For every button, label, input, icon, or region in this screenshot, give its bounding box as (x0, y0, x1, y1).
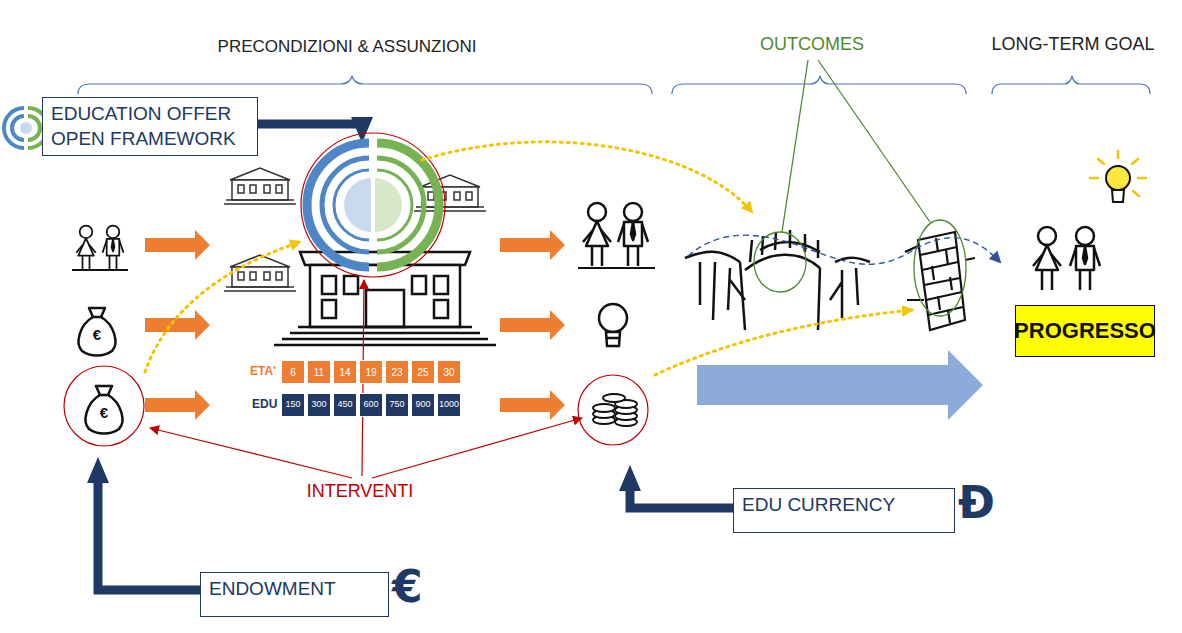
currency-box: EDU CURRENCYÐ (733, 488, 955, 533)
box-label: ENDOWMENT (209, 578, 336, 599)
goal-figure (1033, 151, 1146, 290)
framework-logo (301, 133, 445, 277)
table-cell: 300 (307, 393, 331, 417)
flow-arrow (145, 230, 565, 420)
intervention-label: INTERVENTI (304, 482, 417, 502)
box-label: EDUCATION OFFER OPEN FRAMEWORK (51, 103, 236, 149)
section-bracket (78, 76, 1150, 94)
table-cell: 19 (359, 360, 383, 384)
outcome-highlight (754, 60, 966, 316)
table-cell: 14 (333, 360, 357, 384)
section-heading: OUTCOMES (760, 35, 864, 55)
row-header: ETA' (250, 365, 276, 378)
row-header: EDU (252, 398, 277, 411)
table-cell: 900 (411, 393, 435, 417)
table-cell: 450 (333, 393, 357, 417)
table-cell: 750 (385, 393, 409, 417)
path-line (688, 235, 1000, 264)
currency-symbol: € (392, 561, 423, 614)
goal-box: PROGRESSO (1015, 305, 1155, 357)
leader-line (150, 280, 582, 478)
endowment-box: ENDOWMENT€ (200, 572, 389, 617)
input-icon (64, 226, 144, 447)
currency-symbol: € (100, 405, 108, 422)
progress-arrow (697, 350, 983, 420)
section-heading: PRECONDIZIONI & ASSUNZIONI (218, 38, 477, 57)
currency-symbol: € (93, 327, 101, 344)
table-cell: 6 (281, 360, 305, 384)
output-icon (578, 203, 655, 445)
table-cell: 30 (437, 360, 461, 384)
currency-symbol: Ð (958, 477, 995, 530)
box-label: PROGRESSO (1014, 318, 1156, 344)
section-heading: LONG-TERM GOAL (991, 35, 1154, 55)
table-cell: 150 (281, 393, 305, 417)
influence-line (145, 142, 912, 375)
box-label: EDU CURRENCY (742, 494, 895, 515)
school-building (224, 168, 496, 345)
feed-arrow (98, 124, 733, 590)
table-cell: 25 (411, 360, 435, 384)
bridge-illustration (685, 230, 870, 330)
table-cell: 11 (307, 360, 331, 384)
table-cell: 23 (385, 360, 409, 384)
table-cell: 600 (359, 393, 383, 417)
table-cell: 1000 (437, 393, 461, 417)
framework-box: EDUCATION OFFER OPEN FRAMEWORK (42, 97, 258, 156)
